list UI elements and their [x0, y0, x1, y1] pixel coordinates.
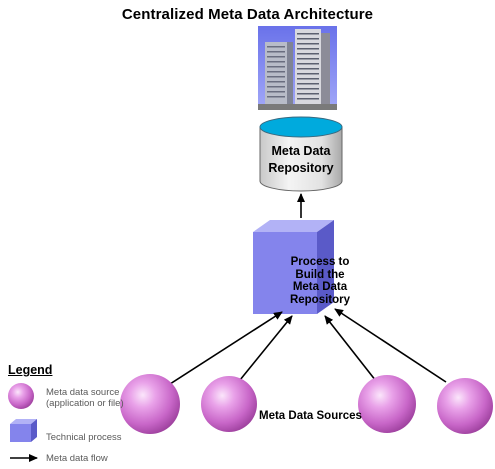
cube-icon [10, 419, 37, 442]
legend-process-label: Technical process [46, 432, 122, 443]
arrow-source-2 [239, 315, 293, 381]
process-label-line: Build the [295, 268, 345, 281]
arrow-source-4 [334, 308, 447, 383]
legend-source-label: Meta data source (application or file) [46, 387, 124, 409]
building-image [258, 26, 337, 110]
source-sphere [201, 376, 257, 432]
process-label-line: Meta Data [292, 281, 348, 293]
source-sphere [358, 375, 416, 433]
repository-label-line1: Meta Data [271, 144, 331, 158]
repository-label: Meta Data Repository [255, 143, 347, 177]
source-sphere [120, 374, 180, 434]
process-cube [253, 220, 334, 314]
source-sphere [437, 378, 493, 434]
process-label: Process to Build the Meta Data Repositor… [282, 256, 358, 306]
legend-source-line2: (application or file) [46, 398, 124, 409]
arrow-source-1 [169, 311, 283, 385]
repository-cylinder [259, 116, 343, 192]
arrow-source-3 [324, 315, 377, 382]
process-label-line: Repository [289, 293, 351, 306]
flow-arrows [169, 193, 447, 385]
sphere-icon [8, 383, 34, 409]
process-label-line: Process to [290, 256, 350, 268]
legend-flow-label: Meta data flow [46, 453, 108, 464]
repository-label-line2: Repository [268, 161, 334, 175]
legend-icons [8, 383, 38, 462]
legend-title: Legend [8, 363, 53, 377]
meta-data-sources [120, 374, 493, 434]
diagram-title: Centralized Meta Data Architecture [121, 6, 374, 23]
legend-source-line1: Meta data source [46, 387, 120, 398]
sources-label: Meta Data Sources [259, 410, 362, 422]
